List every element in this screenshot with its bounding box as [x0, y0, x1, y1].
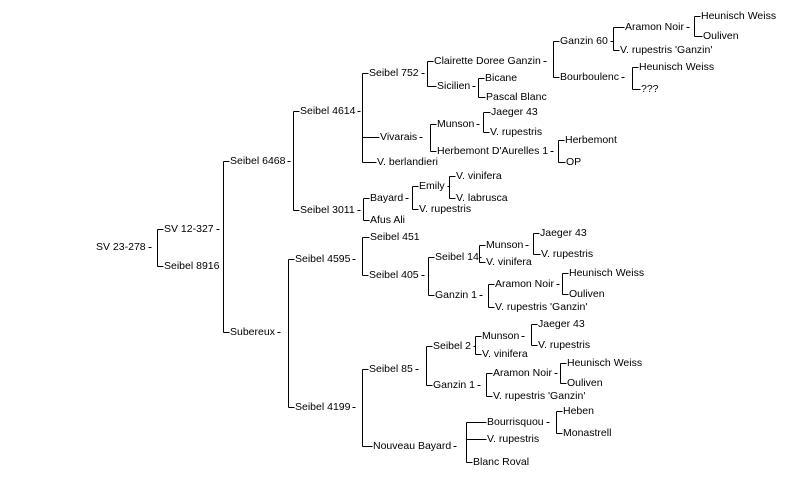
node-op: OP — [566, 156, 582, 168]
node-seibel-14: Seibel 14 — [435, 251, 479, 263]
node-ganzin-1-a: Ganzin 1 — [435, 289, 478, 301]
node-seibel-405: Seibel 405 — [369, 269, 419, 281]
node-seibel-2: Seibel 2 — [433, 340, 471, 352]
node-v-labrusca: V. labrusca — [456, 192, 508, 204]
node-seibel-85: Seibel 85 — [369, 363, 413, 375]
node-munson-2: Munson — [486, 239, 524, 251]
node-v-rupestris-ganzin-2: V. rupestris 'Ganzin' — [495, 301, 588, 313]
node-seibel-3011: Seibel 3011 — [300, 204, 355, 216]
node-v-rupestris-ganzin-1: V. rupestris 'Ganzin' — [620, 44, 713, 56]
node-monastrell: Monastrell — [563, 427, 612, 439]
node-seibel-4595: Seibel 4595 — [295, 253, 351, 265]
node-seibel-4199: Seibel 4199 — [295, 401, 351, 413]
node-v-rupestris-4: V. rupestris — [538, 339, 591, 351]
node-heunisch-weiss-2: Heunisch Weiss — [639, 61, 715, 73]
node-seibel-4614: Seibel 4614 — [300, 105, 356, 117]
node-aramon-noir-2: Aramon Noir — [495, 278, 554, 290]
node-seibel-8916: Seibel 8916 — [164, 260, 220, 272]
node-unknown-parent: ??? — [641, 83, 659, 95]
node-bicane: Bicane — [485, 72, 518, 84]
node-seibel-451: Seibel 451 — [370, 231, 420, 243]
node-herbemont-daurelles-1: Herbemont D'Aurelles 1 — [437, 145, 549, 157]
node-vivarais: Vivarais — [380, 131, 418, 143]
node-jaeger-43-1: Jaeger 43 — [491, 106, 538, 118]
node-v-vinifera-1: V. vinifera — [456, 170, 502, 182]
node-seibel-752: Seibel 752 — [369, 67, 419, 79]
node-nouveau-bayard: Nouveau Bayard — [373, 440, 452, 452]
node-sicilien: Sicilien — [437, 80, 471, 92]
node-blanc-roval: Blanc Roval — [473, 456, 530, 468]
node-ouliven-2: Ouliven — [569, 288, 605, 300]
node-herbemont: Herbemont — [565, 134, 617, 146]
node-v-rupestris-2: V. rupestris — [419, 203, 472, 215]
node-afus-ali: Afus Ali — [370, 214, 406, 226]
node-v-vinifera-3: V. vinifera — [482, 348, 528, 360]
node-jaeger-43-3: Jaeger 43 — [538, 318, 585, 330]
node-heunisch-weiss-4: Heunisch Weiss — [567, 357, 643, 369]
node-heunisch-weiss-3: Heunisch Weiss — [569, 267, 645, 279]
node-sv-12-327: SV 12-327 — [164, 223, 214, 235]
node-bayard: Bayard — [370, 192, 404, 204]
node-aramon-noir-3: Aramon Noir — [493, 367, 552, 379]
node-bourrisquou: Bourrisquou — [487, 416, 544, 428]
node-v-rupestris-1: V. rupestris — [490, 126, 543, 138]
node-munson-3: Munson — [482, 330, 520, 342]
node-heunisch-weiss-1: Heunisch Weiss — [701, 10, 777, 22]
node-ouliven-3: Ouliven — [567, 377, 603, 389]
node-v-rupestris-ganzin-3: V. rupestris 'Ganzin' — [493, 390, 586, 402]
node-clairette-doree-ganzin: Clairette Doree Ganzin — [434, 55, 541, 67]
node-bourboulenc: Bourboulenc — [560, 71, 619, 83]
node-v-vinifera-2: V. vinifera — [486, 256, 532, 268]
node-ouliven-1: Ouliven — [703, 30, 739, 42]
node-ganzin-1-b: Ganzin 1 — [433, 379, 476, 391]
node-ganzin-60: Ganzin 60 — [560, 35, 608, 47]
node-sv-23-278: SV 23-278 — [96, 241, 146, 253]
node-v-rupestris-5: V. rupestris — [487, 433, 540, 445]
node-v-rupestris-3: V. rupestris — [541, 248, 594, 260]
node-jaeger-43-2: Jaeger 43 — [540, 227, 587, 239]
node-emily: Emily — [419, 180, 445, 192]
node-heben: Heben — [563, 405, 594, 417]
node-subereux: Subereux — [230, 326, 275, 338]
node-seibel-6468: Seibel 6468 — [230, 155, 286, 167]
node-v-berlandieri: V. berlandieri — [377, 156, 438, 168]
node-munson-1: Munson — [437, 118, 475, 130]
node-pascal-blanc: Pascal Blanc — [486, 91, 547, 103]
node-aramon-noir-1: Aramon Noir — [625, 21, 684, 33]
